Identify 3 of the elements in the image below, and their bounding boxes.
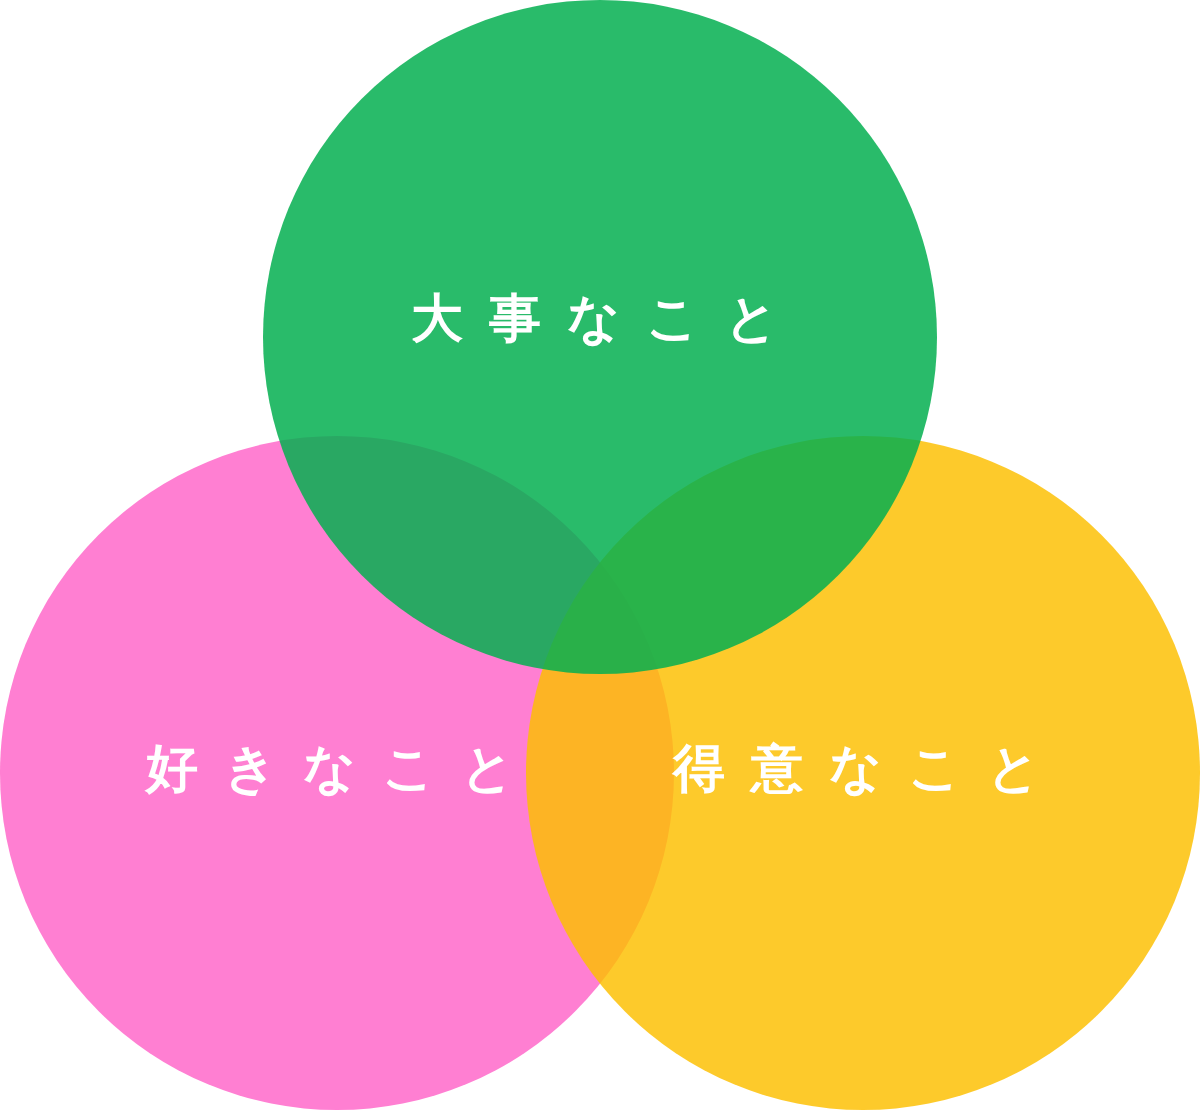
circle-label: 得意なこと	[672, 736, 1066, 800]
circle-label: 好きなこと	[146, 736, 540, 800]
circle-label: 大事なこと	[410, 286, 804, 350]
